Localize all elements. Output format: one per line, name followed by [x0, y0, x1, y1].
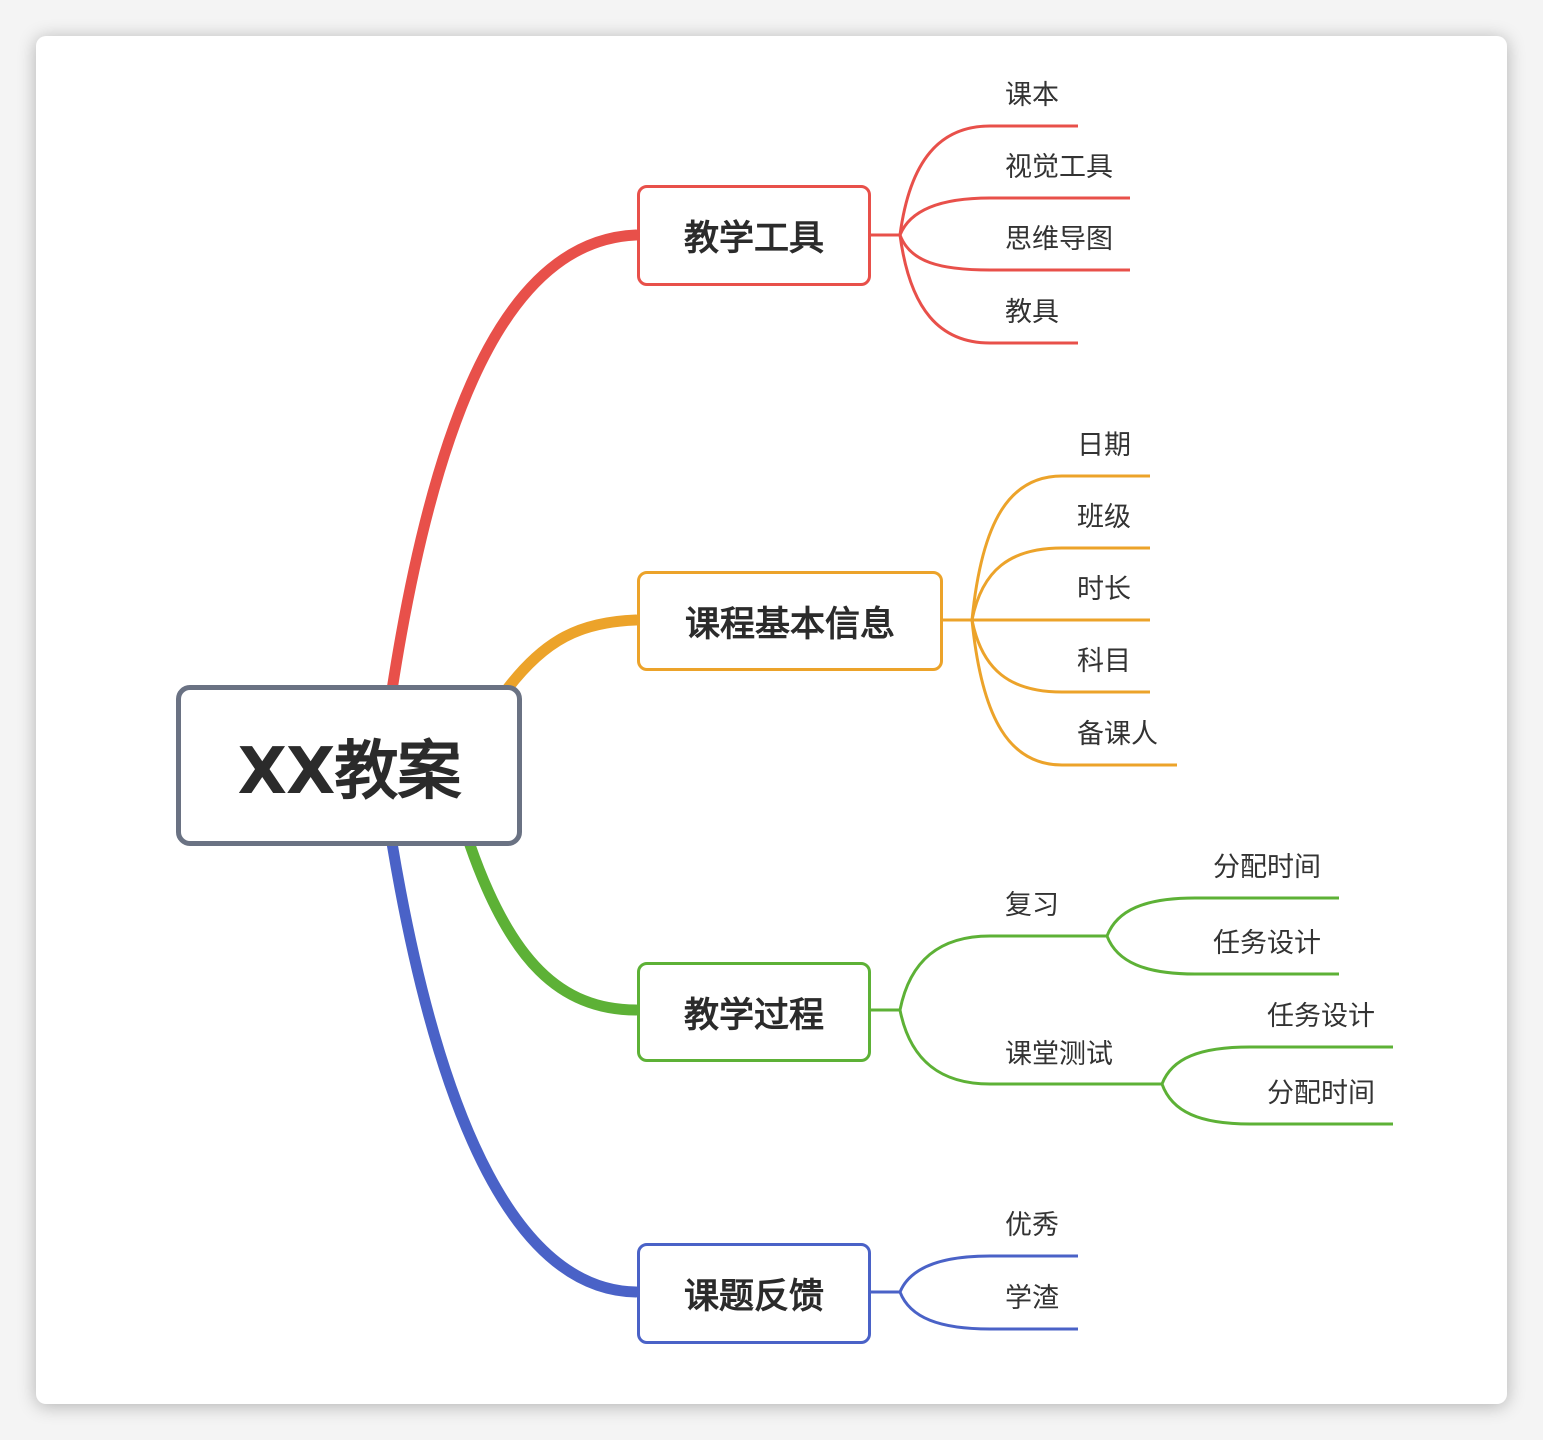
branch-connector-tools: [386, 229, 642, 696]
subtopic-textbook[interactable]: 课本: [1005, 80, 1059, 111]
subtopic-date[interactable]: 日期: [1077, 430, 1131, 461]
subtopic-test-task-design[interactable]: 任务设计: [1267, 1001, 1375, 1032]
topic-teaching-tools[interactable]: 教学工具: [637, 185, 871, 286]
subtopic-poor-student[interactable]: 学渣: [1005, 1283, 1059, 1314]
feedback-subtree-lines: [870, 1254, 1078, 1331]
subtopic-preparer[interactable]: 备课人: [1077, 719, 1158, 750]
branch-connector-feedback: [386, 837, 642, 1298]
subtopic-teaching-aids[interactable]: 教具: [1005, 297, 1059, 328]
central-topic[interactable]: XX教案: [176, 685, 522, 846]
subtopic-test-allocate-time[interactable]: 分配时间: [1267, 1078, 1375, 1109]
subtopic-mind-map[interactable]: 思维导图: [1005, 224, 1113, 255]
subtopic-class[interactable]: 班级: [1077, 502, 1131, 533]
branch-connector-process: [464, 839, 642, 1016]
subtopic-excellent[interactable]: 优秀: [1005, 1210, 1059, 1241]
topic-course-basic-info[interactable]: 课程基本信息: [637, 571, 943, 671]
topic-teaching-process[interactable]: 教学过程: [637, 962, 871, 1062]
info-subtree-lines: [942, 474, 1177, 767]
branch-connector-info: [502, 614, 642, 694]
subtopic-review-allocate-time[interactable]: 分配时间: [1213, 852, 1321, 883]
subtopic-review[interactable]: 复习: [1005, 890, 1059, 921]
subtopic-review-task-design[interactable]: 任务设计: [1213, 928, 1321, 959]
tools-subtree-lines: [870, 124, 1130, 345]
subtopic-duration[interactable]: 时长: [1077, 574, 1131, 605]
topic-feedback[interactable]: 课题反馈: [637, 1243, 871, 1344]
process-subtree-lines: [870, 896, 1393, 1126]
subtopic-visual-tools[interactable]: 视觉工具: [1005, 152, 1113, 183]
subtopic-class-test[interactable]: 课堂测试: [1005, 1039, 1113, 1070]
subtopic-subject[interactable]: 科目: [1077, 646, 1131, 677]
